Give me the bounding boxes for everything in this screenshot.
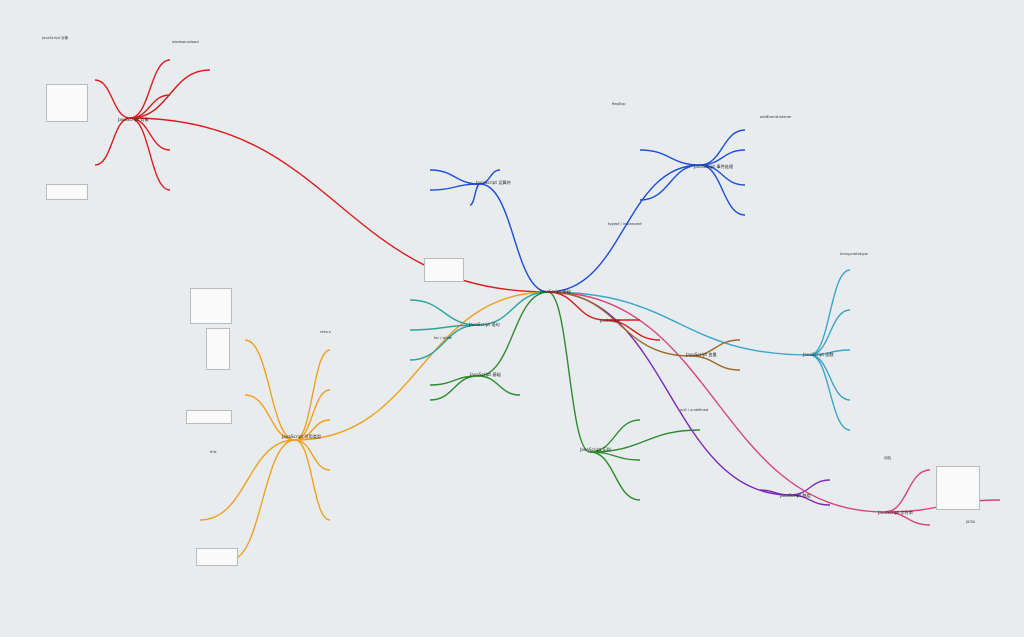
note-regexp: RegExp bbox=[612, 102, 626, 106]
mind-map-edge bbox=[294, 349, 331, 441]
note-array-prototype: Array.prototype bbox=[840, 252, 868, 256]
branch-label-reference-types[interactable]: JavaScript 引用类型 bbox=[282, 434, 322, 439]
mind-map-edge bbox=[689, 355, 741, 371]
preview-box-footer bbox=[196, 548, 238, 566]
note-closure: 闭包 bbox=[884, 456, 892, 460]
mind-map-edge bbox=[94, 79, 131, 119]
mind-map-edge bbox=[429, 183, 481, 191]
mind-map-edge bbox=[479, 183, 549, 293]
mind-map-edge bbox=[809, 354, 851, 431]
note-this: this bbox=[210, 450, 217, 454]
preview-box-tabs bbox=[186, 410, 232, 424]
preview-box-calendar bbox=[936, 466, 980, 510]
branch-label-statements[interactable]: JavaScript 语句 bbox=[469, 322, 500, 327]
preview-box-list bbox=[190, 288, 232, 324]
mind-map-edge bbox=[547, 291, 606, 321]
mind-map-edge bbox=[547, 291, 691, 357]
mind-map-edge bbox=[699, 164, 746, 216]
note-loops: for / while bbox=[434, 336, 452, 340]
branch-label-functions[interactable]: JavaScript 函数 bbox=[803, 352, 834, 357]
mind-map-edge bbox=[809, 269, 851, 356]
mind-map-edge bbox=[699, 129, 746, 166]
mind-map-edge bbox=[294, 439, 331, 521]
branch-label-basics[interactable]: JavaScript 基础 bbox=[470, 372, 501, 377]
mind-map-edge bbox=[129, 117, 549, 293]
branch-label-strings[interactable]: JavaScript 字符串 bbox=[878, 510, 913, 515]
note-null-undefined: null / undefined bbox=[680, 408, 709, 412]
branch-label-prototype[interactable]: prototype bbox=[600, 318, 621, 323]
note-json: JSON bbox=[966, 520, 975, 524]
mind-map-edge bbox=[294, 291, 549, 441]
branch-label-variables[interactable]: JavaScript 变量 bbox=[686, 352, 717, 357]
mind-map-edge bbox=[429, 169, 481, 185]
mind-map-edge bbox=[409, 299, 479, 326]
center-node[interactable]: JavaScript 基础 bbox=[540, 289, 571, 294]
mind-map-edge bbox=[589, 429, 701, 453]
mind-map-edge bbox=[589, 451, 641, 501]
preview-box-menu bbox=[46, 84, 88, 122]
mind-map-edge bbox=[294, 419, 331, 441]
mind-map-edge bbox=[699, 149, 746, 166]
branch-label-regex[interactable]: JavaScript 正则 bbox=[580, 447, 611, 452]
mind-map-edge bbox=[129, 94, 171, 119]
mind-map-edge bbox=[129, 117, 171, 191]
preview-box-tree bbox=[206, 328, 230, 370]
branch-label-operators[interactable]: JavaScript 运算符 bbox=[476, 180, 511, 185]
mind-map-edge bbox=[244, 339, 296, 441]
mind-map-edge bbox=[129, 59, 171, 119]
mind-map-edge bbox=[229, 439, 296, 561]
mind-map-edge bbox=[759, 489, 791, 496]
mind-map-edge bbox=[429, 375, 479, 401]
mind-map-edge bbox=[477, 375, 521, 396]
mind-map-edge bbox=[294, 389, 331, 441]
mind-map-edge bbox=[409, 324, 479, 361]
mind-map-edge bbox=[639, 149, 701, 166]
mind-map-edge bbox=[469, 183, 481, 206]
mind-map-edge bbox=[479, 169, 501, 185]
mind-map-edge bbox=[689, 339, 741, 357]
mind-map-edge bbox=[789, 494, 831, 506]
branch-label-objects[interactable]: JavaScript 对象 bbox=[118, 117, 149, 122]
mind-map-edge bbox=[477, 291, 549, 326]
mind-map-edge bbox=[244, 394, 296, 441]
mind-map-edge bbox=[477, 291, 549, 377]
preview-box-form bbox=[46, 184, 88, 200]
branch-label-arrays[interactable]: JavaScript 数组 bbox=[780, 493, 811, 498]
mind-map-edge bbox=[884, 469, 931, 513]
note-typeof: typeof / instanceof bbox=[608, 222, 642, 226]
mind-map-edge bbox=[604, 319, 661, 341]
mind-map-edge bbox=[547, 291, 591, 453]
mind-map-edge bbox=[547, 291, 811, 356]
note-onload: window.onload bbox=[172, 40, 199, 44]
mind-map-edge bbox=[547, 164, 701, 293]
mind-map-edge bbox=[639, 164, 701, 201]
mind-map-edge bbox=[809, 349, 851, 356]
mind-map-edge bbox=[589, 419, 641, 453]
mind-map-edge bbox=[547, 291, 791, 496]
mind-map-edge bbox=[547, 291, 886, 513]
mind-map-edge bbox=[809, 309, 851, 356]
note-objects: JavaScript 对象 bbox=[42, 36, 69, 40]
preview-box-grid bbox=[424, 258, 464, 282]
mind-map-edge bbox=[199, 439, 296, 521]
mind-map-edge bbox=[129, 69, 211, 119]
branch-label-events[interactable]: JavaScript 事件处理 bbox=[694, 164, 734, 169]
mind-map-edge bbox=[294, 439, 331, 471]
note-return: return bbox=[320, 330, 331, 334]
note-event-listener: addEventListener bbox=[760, 115, 792, 119]
mind-map-edge bbox=[94, 117, 131, 166]
